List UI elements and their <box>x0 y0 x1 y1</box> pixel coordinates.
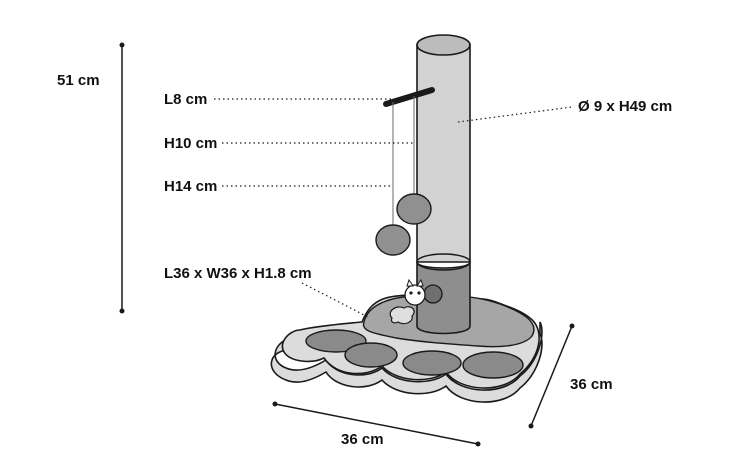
post-hole <box>423 284 443 304</box>
cat-toy <box>389 278 426 325</box>
depth-dimension-line <box>528 323 575 429</box>
label-toy-bar: L8 cm <box>164 91 207 108</box>
label-post: Ø 9 x H49 cm <box>578 98 672 115</box>
hanging-toy <box>375 87 435 256</box>
leader-base <box>301 282 369 318</box>
paw-hole-4 <box>462 351 524 379</box>
label-total-height: 51 cm <box>57 72 100 89</box>
post-top-cap <box>416 34 471 56</box>
width-dimension-line <box>272 401 481 447</box>
toy-bar <box>383 87 435 107</box>
ball-lower <box>375 224 411 256</box>
leader-lines <box>214 98 573 318</box>
label-depth: 36 cm <box>570 376 613 393</box>
paw-hole-3 <box>402 350 462 376</box>
post-lower <box>416 261 471 335</box>
post-ring <box>416 253 471 271</box>
label-width: 36 cm <box>341 431 384 448</box>
label-string-long: H14 cm <box>164 178 217 195</box>
label-base: L36 x W36 x H1.8 cm <box>164 265 312 282</box>
label-string-short: H10 cm <box>164 135 217 152</box>
post-upper <box>416 44 471 263</box>
paw-hole-2 <box>344 342 398 368</box>
paw-hole-1 <box>305 329 367 353</box>
scratching-post <box>416 34 471 335</box>
ball-upper <box>396 193 432 225</box>
leader-post <box>457 106 573 123</box>
height-dimension-line <box>119 42 125 314</box>
